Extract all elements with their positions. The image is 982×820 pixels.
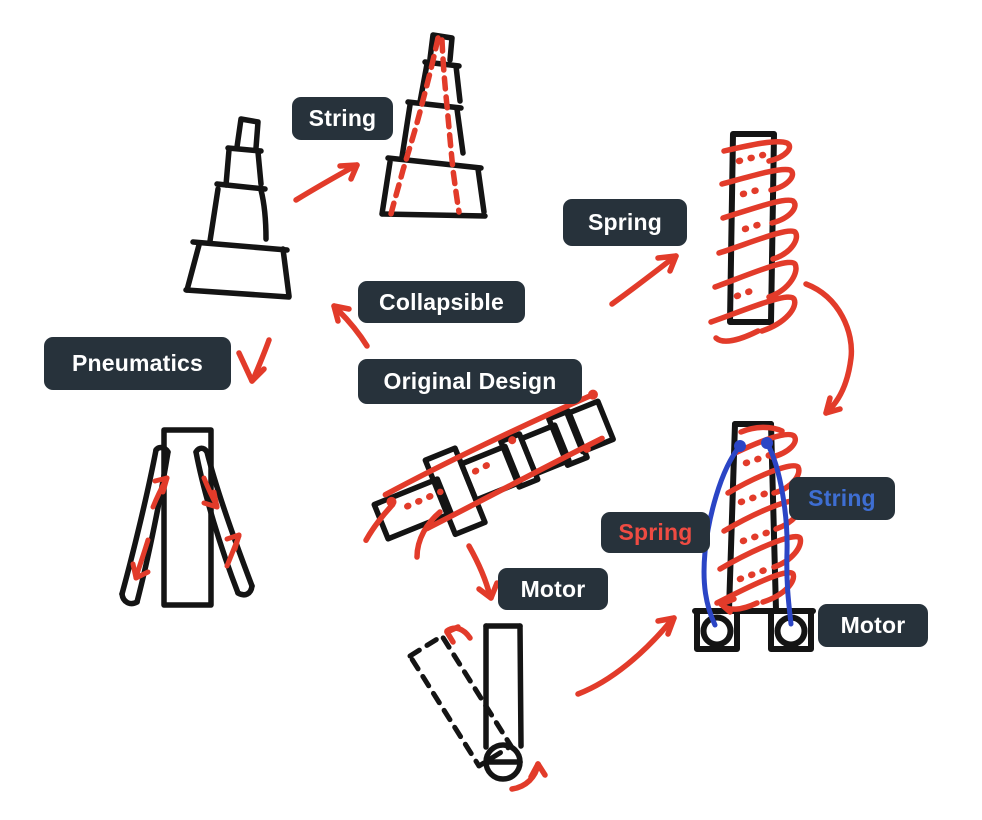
string-path-on-original-design	[363, 389, 605, 543]
label-string-top: String	[292, 97, 393, 140]
label-spring-top: Spring	[563, 199, 687, 246]
motor-pole-sketch	[407, 623, 524, 782]
arrow-to-string-pole	[293, 162, 360, 203]
arrow-to-motor-pole	[466, 543, 500, 601]
collapsed-pole-sketch	[183, 116, 292, 300]
label-motor-combined: Motor	[818, 604, 928, 647]
string-tail-curl	[414, 509, 443, 560]
spring-pole-sketch	[727, 131, 777, 325]
motor-rotation-arrows	[444, 624, 548, 792]
arrow-to-pneumatics-pole	[236, 337, 272, 384]
arrow-motor-to-combined	[575, 615, 677, 697]
label-original-design: Original Design	[358, 359, 582, 404]
label-pneumatics: Pneumatics	[44, 337, 231, 390]
airflow-arrows	[130, 475, 242, 581]
arrow-to-spring-pole	[609, 253, 679, 307]
label-collapsible: Collapsible	[358, 281, 525, 323]
pneumatics-pole-sketch	[119, 427, 255, 608]
string-dashes-on-pole	[388, 35, 462, 217]
label-string-combined: String	[789, 477, 895, 520]
spring-coil-on-combined	[714, 424, 804, 615]
spring-coil-sketch	[708, 138, 800, 344]
original-design-sketch	[371, 398, 616, 542]
label-motor-center: Motor	[498, 568, 608, 610]
arrow-to-collapsible-label	[331, 303, 370, 349]
curved-arrow-spring-to-combined	[803, 281, 855, 416]
label-spring-combined: Spring	[601, 512, 710, 553]
